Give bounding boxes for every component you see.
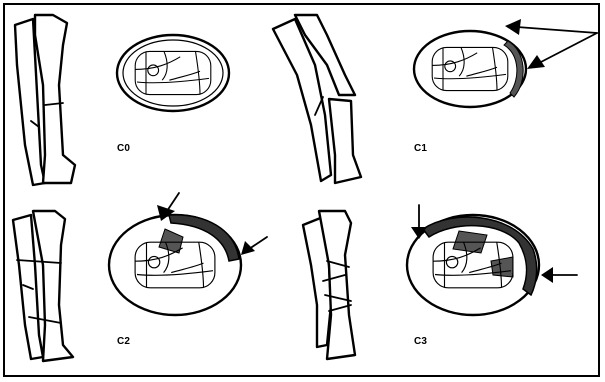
panel-c0-leg-bones: [15, 15, 75, 185]
panel-c0-cross-section: [117, 35, 229, 111]
panel-c1-cross-section: [414, 31, 526, 107]
fracture-classification-figure: C0 C1 C2 C3: [3, 3, 600, 377]
panel-c3-cross-section: [407, 215, 539, 315]
panel-c1-leg-bones: [273, 15, 361, 183]
panel-label-c3: C3: [414, 336, 427, 347]
panel-c2-leg-bones: [13, 211, 73, 361]
panel-c3-leg-bones: [303, 211, 355, 359]
panel-label-c1: C1: [414, 143, 427, 154]
diagram-canvas: [5, 5, 602, 379]
panel-label-c2: C2: [117, 336, 130, 347]
panel-c2-cross-section: [109, 215, 241, 315]
panel-label-c0: C0: [117, 143, 130, 154]
